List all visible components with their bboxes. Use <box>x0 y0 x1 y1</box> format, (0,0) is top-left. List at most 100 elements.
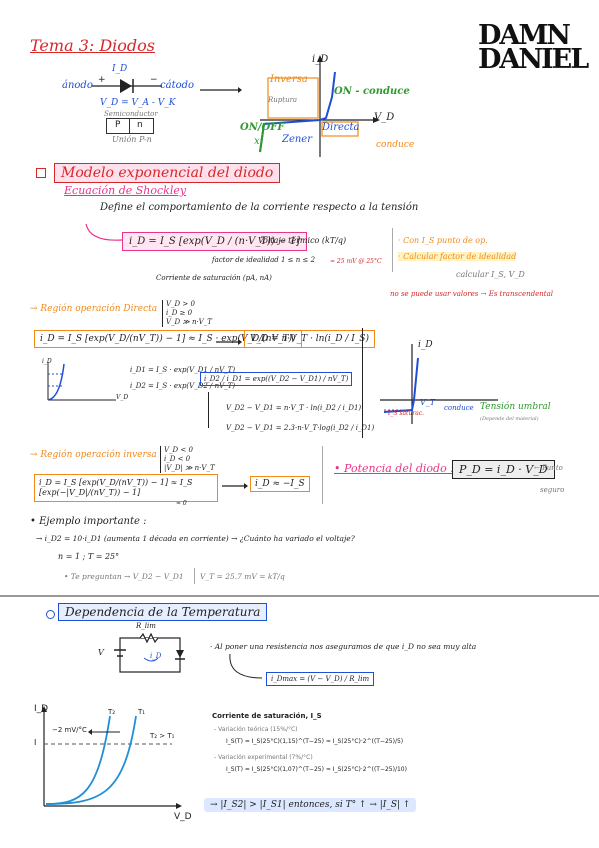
iv-id-label: i_D <box>312 54 329 65</box>
logo-line2: DANIEL <box>478 44 589 75</box>
big-graph-conduce: conduce <box>444 404 474 412</box>
potencia-eq: P_D = i_D · V_D <box>452 460 555 479</box>
logo: DAMN DANIEL <box>478 20 589 75</box>
temp-bullet <box>46 610 55 619</box>
circuit <box>114 632 185 673</box>
logo-line1: DAMN <box>478 20 571 51</box>
ejemplo-heading: • Ejemplo importante : <box>30 516 147 527</box>
ratio-eq: i_D2 / i_D1 = exp((V_D2 − V_D1) / nV_T) <box>200 372 353 386</box>
iv-graph <box>259 55 380 157</box>
temp-plot-slope: −2 mV/°C <box>52 726 87 734</box>
note-factor: · Calcular factor de idealidad <box>398 252 517 261</box>
inversa-label: Inversa <box>270 74 308 85</box>
ejemplo-line4: V_T = 25.7 mV = kT/q <box>200 572 285 581</box>
is-label: Corriente de saturación (pA, nA) <box>156 274 272 282</box>
shockley-pointer <box>85 223 123 241</box>
bullet-square <box>36 168 46 178</box>
directa-heading: → Región operación Directa <box>30 304 158 314</box>
directa-conditions: V_D > 0 i_D ≥ 0 V_D ≫ n·V_T <box>162 300 212 327</box>
inversa-arrow <box>222 483 248 489</box>
ratio-bracket <box>208 392 209 428</box>
n-factor-label: factor de idealidad 1 ≤ n ≤ 2 <box>212 256 316 264</box>
iv-vd-label: V_D <box>374 112 395 123</box>
p-region: P <box>115 120 121 130</box>
shockley-equation: i_D = I_S [exp(V_D / (n·V_T)) − 1] <box>122 232 307 251</box>
diff1-eq: V_D2 − V_D1 = n·V_T · ln(i_D2 / i_D1) <box>226 404 362 412</box>
circuit-rlim: R_lim <box>136 622 156 630</box>
shockley-heading: Ecuación de Shockley <box>64 184 187 197</box>
temp-plot-id: I_D <box>34 704 49 714</box>
tension-umbral: Tensión umbral <box>480 402 551 412</box>
temp-note-arrow <box>229 653 263 679</box>
temp-plot-t2: T₂ <box>108 708 116 716</box>
potencia-divider <box>322 446 323 504</box>
note-calc: calcular I_S, V_D <box>456 270 525 279</box>
temp-eq: i_Dmax = (V − V_D) / R_lim <box>266 672 375 686</box>
vt-value: ≈ 25 mV @ 25°C <box>330 258 382 265</box>
id2-eq: i_D2 = I_S · exp(V_D2 / nV_T) <box>130 382 236 390</box>
directa-cond3: V_D ≫ n·V_T <box>166 318 212 326</box>
conduce-label: conduce <box>376 140 415 150</box>
n-region: n <box>137 120 143 130</box>
transcendental-note: no se puede usar valores → Es transcende… <box>390 290 553 298</box>
potencia-heading: • Potencia del diodo : <box>334 462 454 475</box>
modelo-heading: Modelo exponencial del diodo <box>54 163 281 183</box>
temp-conclusion: → |I_S2| > |I_S1| entonces, si T° ↑ → |I… <box>204 798 417 812</box>
ejemplo-divider <box>194 568 195 584</box>
temp-heading: Dependencia de la Temperatura <box>58 603 268 621</box>
directa-small-graph <box>47 362 116 401</box>
section-divider <box>0 595 599 597</box>
temp-plot-t2gt: T₂ > T₁ <box>150 732 175 740</box>
directa-cond2: i_D ≥ 0 <box>166 309 193 317</box>
directa-cond1: V_D > 0 <box>166 300 195 308</box>
circuit-v: V <box>98 648 104 657</box>
sat-exp-eq: I_S(T) = I_S(25°C)(1,07)^(T−25) ≈ I_S(25… <box>226 766 407 773</box>
temp-plot-t1: T₁ <box>138 708 146 716</box>
on-off-label: ON/OFF <box>240 122 285 133</box>
directa-divider <box>362 328 363 438</box>
cathode-label: cátodo <box>160 80 195 91</box>
directa-eq1: i_D = I_S [exp(V_D/(nV_T)) − 1] ≈ I_S · … <box>34 330 302 348</box>
big-graph-id: i_D <box>418 340 433 350</box>
ejemplo-line1: → i_D2 = 10·i_D1 (aumenta 1 década en co… <box>36 534 355 543</box>
note-op: · Con I_S punto de op. <box>398 236 488 245</box>
ruptura-label: Ruptura <box>268 96 298 104</box>
semi-label: Semiconductor <box>104 110 158 118</box>
divider-vert <box>392 228 393 272</box>
sat-teo: - Variación teórica (15%/°C) <box>214 726 298 733</box>
ejemplo-line2: n = 1 ; T = 25° <box>58 552 120 561</box>
inversa-conditions: V_D < 0 i_D < 0 |V_D| ≫ n·V_T <box>160 446 215 473</box>
temp-plot-vd: V_D <box>174 812 192 822</box>
id1-eq: i_D1 = I_S · exp(V_D1 / nV_T) <box>130 366 236 374</box>
diode-symbol: + − <box>92 75 162 93</box>
inversa-cond3: |V_D| ≫ n·V_T <box>164 464 215 472</box>
directa-eq2: V_D = n·V_T · ln(i_D / I_S) <box>244 330 375 348</box>
temp-plot <box>41 706 182 809</box>
potencia-note2: seguro <box>540 486 565 494</box>
voltage-equation: V_D = V_A - V_K <box>100 98 176 108</box>
ejemplo-line3: • Te preguntan → V_D2 − V_D1 <box>64 572 184 581</box>
zener-label: Zener <box>282 134 313 145</box>
umbral-sub: (Depende del material) <box>480 416 539 422</box>
directa-arrow <box>216 339 242 345</box>
inversa-eq: i_D = I_S [exp(V_D/(nV_T)) − 1] ≈ I_S [e… <box>34 474 218 502</box>
page-title: Tema 3: Diodos <box>30 36 156 55</box>
sat-title: Corriente de saturación, I_S <box>212 712 322 720</box>
union-label: Unión P-n <box>112 135 152 144</box>
small-graph-id: i_D <box>42 358 52 365</box>
define-text: Define el comportamiento de la corriente… <box>100 202 419 213</box>
on-conduce-label: ON - conduce <box>334 86 410 97</box>
big-graph-is: I_S saturac. <box>388 410 425 417</box>
temp-note: · Al poner una resistencia nos aseguramo… <box>210 642 477 651</box>
directa-label: Directa <box>322 122 360 133</box>
anode-label: ánodo <box>62 80 93 91</box>
diode-current: I_D <box>112 64 128 74</box>
temp-plot-i: I <box>34 738 37 747</box>
sat-exp: - Variación experimental (7%/°C) <box>214 754 313 761</box>
inversa-cero: ≈ 0 <box>176 500 187 507</box>
diff2-eq: V_D2 − V_D1 = 2.3·n·V_T·log(i_D2 / i_D1) <box>226 424 375 432</box>
vt-label: Voltaje térmico (kT/q) <box>258 236 347 245</box>
arrow-to-graph <box>200 87 242 93</box>
inversa-cond2: i_D < 0 <box>164 455 191 463</box>
sat-teo-eq: I_S(T) = I_S(25°C)(1,15)^(T−25) ≈ I_S(25… <box>226 738 404 745</box>
